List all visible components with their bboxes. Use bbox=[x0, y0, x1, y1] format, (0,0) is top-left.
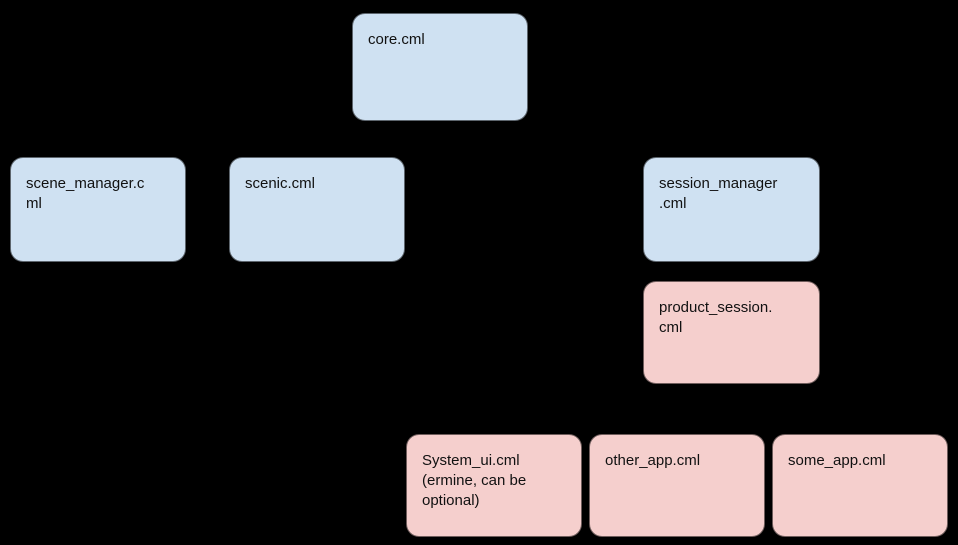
node-label-some_app: some_app.cml bbox=[788, 452, 886, 469]
node-label-other_app: other_app.cml bbox=[605, 452, 701, 469]
node-system_ui[interactable]: System_ui.cml (ermine, can be optional) bbox=[406, 434, 582, 537]
node-scenic[interactable]: scenic.cml bbox=[229, 157, 405, 262]
node-product_session[interactable]: product_session. cml bbox=[643, 281, 820, 384]
node-label-product_session: product_session. cml bbox=[659, 299, 773, 336]
node-label-system_ui: System_ui.cml (ermine, can be optional) bbox=[422, 452, 527, 509]
node-session_manager[interactable]: session_manager .cml bbox=[643, 157, 820, 262]
node-label-scenic: scenic.cml bbox=[245, 175, 316, 192]
node-label-scene_manager: scene_manager.c ml bbox=[26, 175, 145, 212]
node-label-session_manager: session_manager .cml bbox=[659, 175, 778, 212]
node-scene_manager[interactable]: scene_manager.c ml bbox=[10, 157, 186, 262]
node-core[interactable]: core.cml bbox=[352, 13, 528, 121]
node-other_app[interactable]: other_app.cml bbox=[589, 434, 765, 537]
node-label-core: core.cml bbox=[368, 31, 425, 48]
node-some_app[interactable]: some_app.cml bbox=[772, 434, 948, 537]
